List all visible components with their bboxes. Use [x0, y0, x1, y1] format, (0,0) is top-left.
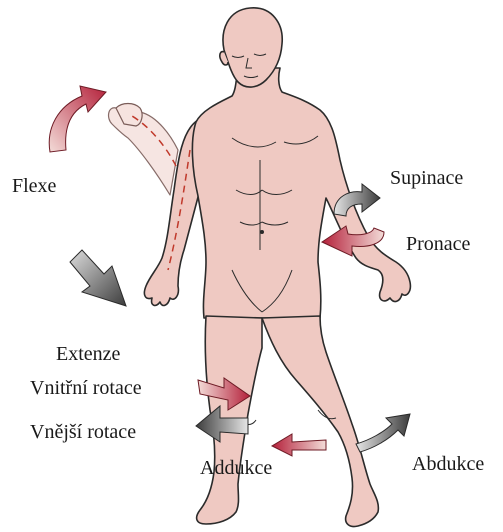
adduction-arrow	[272, 434, 326, 456]
supination-label: Supinace	[390, 168, 463, 188]
pronation-label: Pronace	[406, 234, 470, 254]
adduction-label: Addukce	[200, 458, 272, 478]
flexion-arrow	[49, 86, 106, 152]
internal-rotation-label: Vnitřní rotace	[30, 378, 142, 398]
external-rotation-label: Vnější rotace	[30, 422, 136, 442]
torso	[192, 68, 410, 318]
abduction-arrow	[356, 414, 410, 452]
abduction-label: Abdukce	[412, 454, 484, 474]
flexion-label: Flexe	[12, 176, 56, 196]
extension-arrow	[70, 250, 126, 306]
right-leg	[262, 316, 378, 527]
extension-label: Extenze	[56, 344, 120, 364]
